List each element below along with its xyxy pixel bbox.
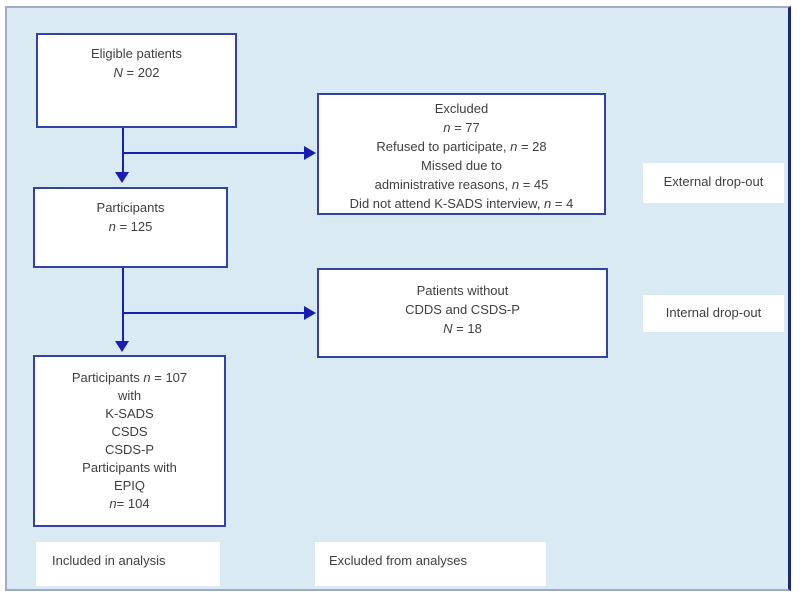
arrow-participants-to-analysis-line bbox=[122, 268, 124, 342]
excluded-from-analyses-label: Excluded from analyses bbox=[315, 542, 546, 586]
external-dropout-label: External drop-out bbox=[643, 163, 784, 203]
text-line: Refused to participate, n = 28 bbox=[376, 139, 547, 154]
arrow-eligible-to-participants-line bbox=[122, 128, 124, 173]
excluded-box: Excluded n = 77 Refused to participate, n … bbox=[317, 93, 606, 215]
text-line: Excluded bbox=[434, 101, 489, 116]
text-line: N = 18 bbox=[443, 321, 482, 336]
text-line: Did not attend K-SADS interview, n = 4 bbox=[349, 196, 574, 211]
text-line: CSDS-P bbox=[104, 442, 155, 457]
arrow-down-icon bbox=[115, 172, 129, 183]
text-line: CDDS and CSDS-P bbox=[405, 302, 520, 317]
text-line: n= 104 bbox=[109, 496, 150, 511]
text-line: Patients without bbox=[416, 283, 509, 298]
text-line: N = 202 bbox=[113, 65, 160, 80]
text-line: n = 77 bbox=[443, 120, 480, 135]
arrow-down-icon bbox=[115, 341, 129, 352]
text-line: Participants with bbox=[82, 460, 177, 475]
internal-dropout-label: Internal drop-out bbox=[643, 295, 784, 332]
text-line: administrative reasons, n = 45 bbox=[374, 177, 549, 192]
text-line: Eligible patients bbox=[90, 46, 183, 61]
text-line: CSDS bbox=[111, 424, 148, 439]
text-line: n = 125 bbox=[108, 219, 153, 234]
arrow-to-patients-without-line bbox=[123, 312, 304, 314]
arrow-to-excluded-line bbox=[123, 152, 304, 154]
text-line: K-SADS bbox=[105, 406, 154, 421]
arrow-right-icon bbox=[304, 146, 316, 160]
text-line: Participants n = 107 bbox=[71, 370, 188, 385]
text-line: with bbox=[117, 388, 142, 403]
included-in-analysis-label: Included in analysis bbox=[36, 542, 220, 586]
eligible-patients-box: Eligible patients N = 202 bbox=[36, 33, 237, 128]
text-line: Missed due to bbox=[421, 158, 502, 173]
arrow-right-icon bbox=[304, 306, 316, 320]
text-line: Participants bbox=[96, 200, 165, 215]
participants-box: Participants n = 125 bbox=[33, 187, 228, 268]
text-line: EPIQ bbox=[113, 478, 146, 493]
